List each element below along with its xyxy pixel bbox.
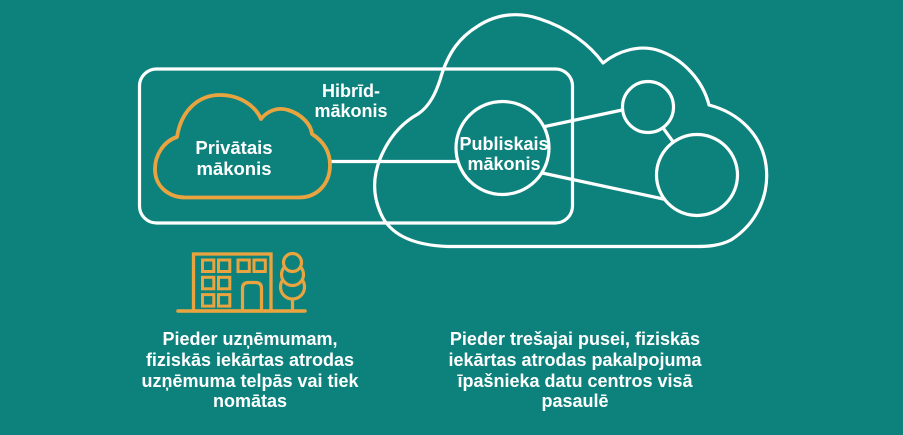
connector-public-large-node (539, 170, 669, 202)
building-window (201, 258, 216, 273)
node-circle-large (654, 132, 740, 218)
tree-icon (278, 251, 307, 311)
building-window (236, 258, 251, 273)
public-cloud-circle (454, 99, 551, 197)
building-window (217, 275, 232, 291)
public-cloud-outline (373, 13, 769, 249)
building-window (201, 275, 216, 291)
building-window (252, 258, 267, 273)
private-cloud-outline (153, 93, 332, 200)
building-icon (176, 251, 307, 313)
building-door (240, 280, 264, 311)
private-cloud-caption: Pieder uzņēmumam, fiziskās iekārtas atro… (141, 329, 359, 412)
hybrid-boundary-box (137, 67, 575, 225)
building-window (217, 293, 232, 308)
node-circle-small (620, 79, 676, 135)
building-window (217, 258, 232, 273)
public-cloud-label: Publiskais mākonis (459, 134, 549, 174)
tree-lobe (281, 251, 304, 274)
private-cloud-label: Privātais mākonis (195, 137, 273, 179)
public-cloud-caption: Pieder trešajai pusei, fiziskās iekārtas… (448, 329, 702, 412)
building-window (201, 293, 216, 308)
hybrid-cloud-label: Hibrīd- mākonis (314, 81, 388, 121)
